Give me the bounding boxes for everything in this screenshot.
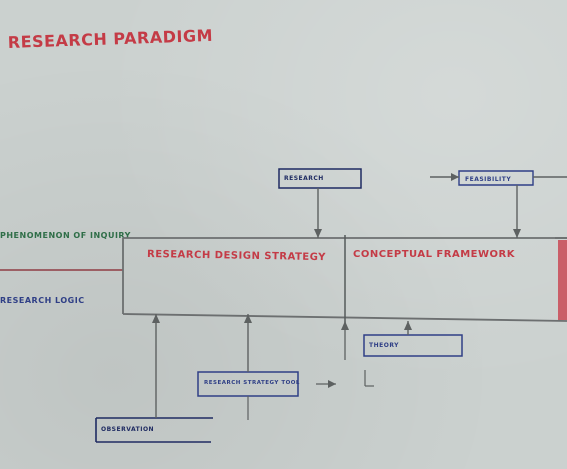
theory-box xyxy=(363,334,463,357)
right-red-marker-box xyxy=(558,240,567,320)
research-box xyxy=(278,168,362,189)
left-label-lower: RESEARCH LOGIC xyxy=(0,296,85,305)
observation-box-label: OBSERVATION xyxy=(101,426,154,433)
theory-box-label: THEORY xyxy=(369,342,399,349)
feasibility-to-process-arrow xyxy=(513,229,521,238)
theory-left-link-arrow xyxy=(341,321,349,330)
observation-to-process-arrow xyxy=(152,314,160,323)
feasibility-box xyxy=(458,170,534,186)
theory-to-process-arrow xyxy=(404,321,412,330)
observation-box xyxy=(95,417,213,443)
feasibility-box-label: FEASIBILITY xyxy=(465,176,511,183)
research-to-process-arrow xyxy=(314,229,322,238)
diagram-title: RESEARCH PARADIGM xyxy=(7,26,213,52)
process-label-first: RESEARCH DESIGN STRATEGY xyxy=(147,249,326,263)
tool-right-link-arrow xyxy=(328,380,336,388)
research-strategy-tool-label: RESEARCH STRATEGY TOOL xyxy=(204,380,300,386)
research-box-label: RESEARCH xyxy=(284,175,324,182)
strategy-box-to-process-arrow xyxy=(244,314,252,323)
top-right-arrow-head xyxy=(451,173,459,181)
left-label-upper: PHENOMENON OF INQUIRY xyxy=(0,231,131,240)
process-label-second: CONCEPTUAL FRAMEWORK xyxy=(353,249,516,260)
